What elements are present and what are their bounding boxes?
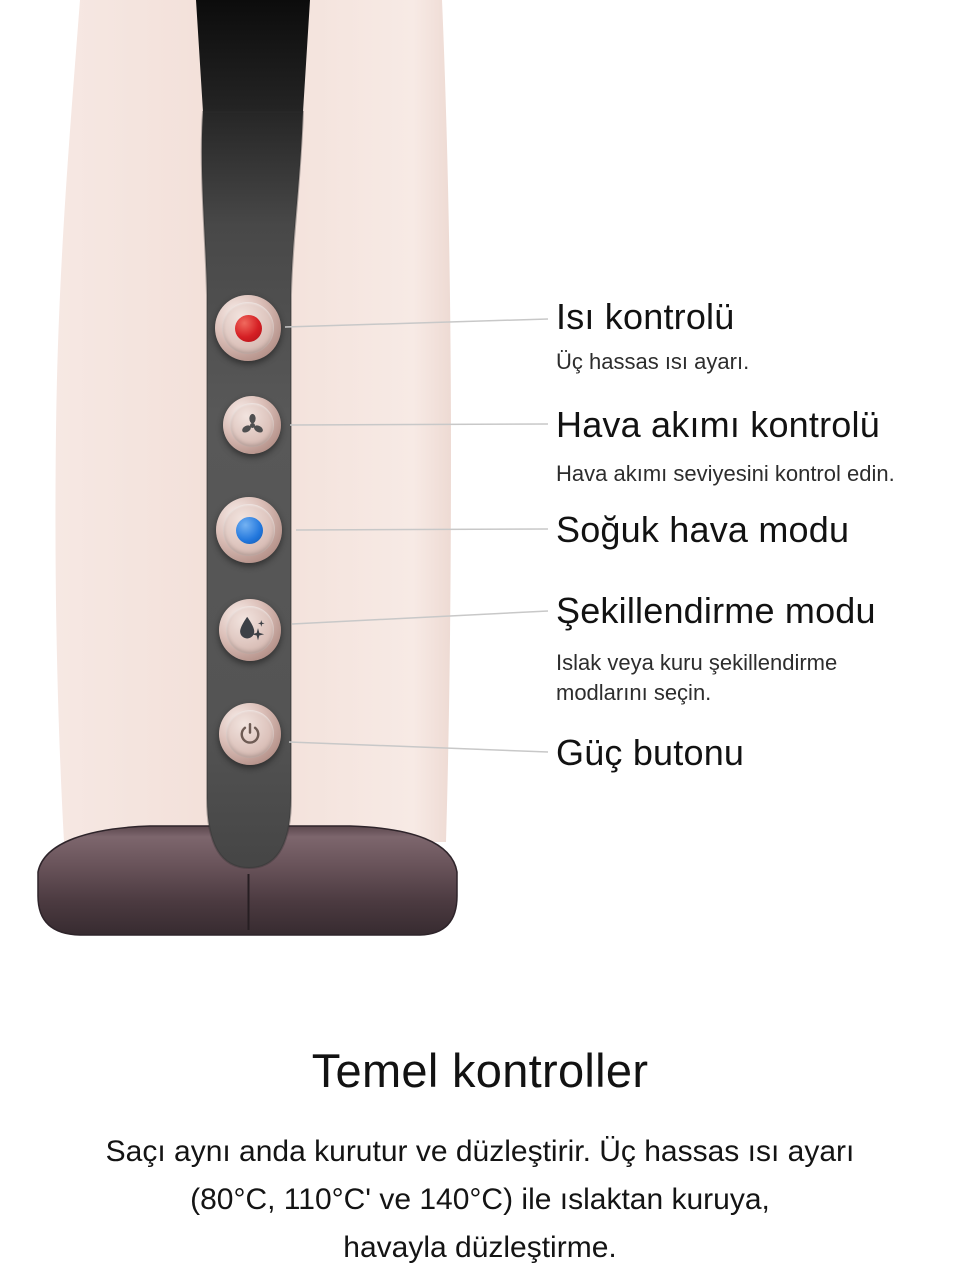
annotation-title-styling: Şekillendirme modu [556, 590, 876, 631]
section-body: Saçı aynı anda kurutur ve düzleştirir. Ü… [0, 1128, 960, 1272]
airflow-control-button [223, 396, 281, 454]
droplet-sparkle-icon [240, 616, 265, 641]
annotation-subtitle-airflow: Hava akımı seviyesini kontrol edin. [556, 461, 895, 486]
power-button-face [226, 710, 274, 758]
top-plate [196, 0, 310, 112]
red-heat-indicator-dot [234, 314, 262, 342]
cold-air-button [216, 497, 282, 563]
heat-control-button-face [222, 302, 274, 354]
styling-mode-button [219, 599, 281, 661]
annotation-title-cold: Soğuk hava modu [556, 509, 850, 550]
section-heading: Temel kontroller [311, 1044, 649, 1097]
cold-air-button-face [223, 504, 275, 556]
device-illustration [37, 0, 458, 936]
heat-control-button [215, 295, 281, 361]
fan-icon [241, 413, 263, 433]
power-button [219, 703, 281, 765]
annotation-subtitle-heat: Üç hassas ısı ayarı. [556, 349, 750, 374]
blue-cold-indicator-dot [235, 516, 263, 544]
power-icon [240, 722, 260, 744]
section-body-line-3: havayla düzleştirme. [343, 1231, 617, 1264]
annotation-title-power: Güç butonu [556, 732, 745, 773]
section-body-line-2: (80°C, 110°C' ve 140°C) ile ıslaktan kur… [190, 1183, 770, 1216]
annotation-subtitle-styling: Islak veya kuru şekillendirme modlarını … [556, 650, 838, 705]
airflow-control-button-face [230, 403, 274, 447]
styling-mode-button-face [226, 606, 274, 654]
annotation-title-heat: Isı kontrolü [556, 296, 735, 337]
section-body-line-1: Saçı aynı anda kurutur ve düzleştirir. Ü… [105, 1135, 855, 1168]
annotation-title-airflow: Hava akımı kontrolü [556, 404, 880, 445]
